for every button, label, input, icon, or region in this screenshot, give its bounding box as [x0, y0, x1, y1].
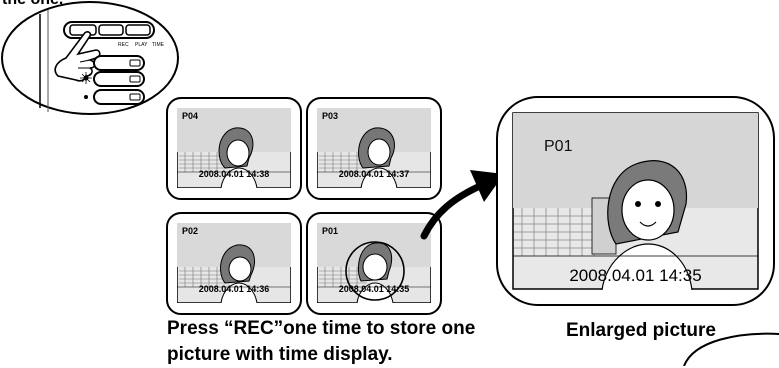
thumbnail-p04[interactable]: P04 2008.04.01 14:38 [166, 97, 302, 200]
instruction-caption: Press “REC”one time to store one picture… [167, 318, 476, 365]
enlarged-picture-label: P01 [544, 138, 573, 155]
partial-circle-illustration [683, 332, 779, 366]
time-label: TIME [152, 42, 165, 48]
thumbnail-timestamp: 2008.04.01 14:35 [338, 284, 410, 294]
cutoff-instruction-text: the one. [2, 0, 63, 9]
thumbnail-image [317, 223, 431, 303]
thumbnail-image [177, 223, 291, 303]
setting-button-middle[interactable] [93, 71, 145, 87]
sun-icon [80, 72, 92, 84]
thumbnail-p03[interactable]: P03 2008.04.01 14:37 [306, 97, 442, 200]
thumbnail-timestamp: 2008.04.01 14:38 [198, 169, 270, 179]
thumbnail-label: P03 [322, 111, 339, 121]
thumbnail-label: P02 [182, 226, 199, 236]
brightness-button[interactable] [93, 55, 145, 71]
play-label: PLAY [135, 42, 148, 48]
enlarged-picture-timestamp: 2008.04.01 14:35 [569, 266, 702, 285]
rec-play-time-buttons[interactable] [63, 21, 155, 39]
button-panel-illustration: REC PLAY TIME [1, 1, 179, 115]
enlarged-picture-caption: Enlarged picture [566, 320, 716, 341]
thumbnail-image [317, 108, 431, 188]
thumbnail-label: P01 [322, 226, 339, 236]
thumbnail-timestamp: 2008.04.01 14:37 [338, 169, 410, 179]
thumbnail-p01-selected[interactable]: P01 2008.04.01 14:35 [306, 212, 442, 315]
curved-arrow-icon [420, 170, 504, 240]
thumbnail-label: P04 [182, 111, 199, 121]
selection-circle [345, 241, 405, 301]
thumbnail-timestamp: 2008.04.01 14:36 [198, 284, 270, 294]
volume-button[interactable] [93, 89, 145, 105]
enlarged-picture-image [512, 112, 759, 290]
thumbnail-p02[interactable]: P02 2008.04.01 14:36 [166, 212, 302, 315]
thumbnail-image [177, 108, 291, 188]
enlarged-picture-frame: P01 2008.04.01 14:35 [496, 96, 775, 306]
dot-icon [84, 95, 88, 99]
rec-label: REC [118, 42, 129, 48]
